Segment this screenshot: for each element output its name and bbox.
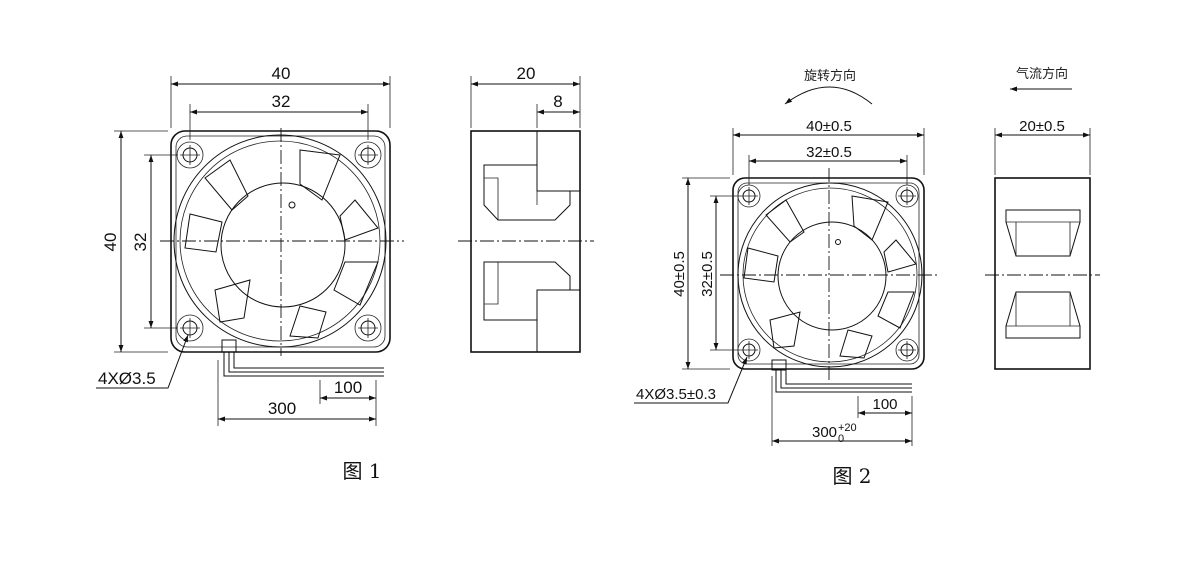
fig1-height-dim: 40 [101, 233, 120, 252]
fig2-depth-dim: 20±0.5 [1019, 118, 1065, 135]
fig2-lead-length-dim: 300 [812, 424, 837, 441]
fig2-strip-dim: 100 [872, 396, 897, 413]
fig2-mounting-holes [737, 184, 919, 362]
fig1-lead-length-dim: 300 [268, 399, 296, 418]
fig1-side-view: 20 8 [458, 64, 594, 353]
fig2-side-view: 20±0.5 气流方向 [985, 66, 1100, 370]
fig1-depth-dim: 20 [517, 64, 536, 83]
fig2-caption: 图 2 [832, 464, 871, 488]
fig1-lead-wires [221, 339, 384, 377]
fig1-mounting-holes [176, 141, 382, 342]
fig2-hub [777, 221, 887, 331]
fig2-lead-tol-upper: +20 [838, 422, 857, 434]
fig1-caption: 图 1 [342, 459, 381, 483]
fig2-width-dim: 40±0.5 [806, 118, 852, 135]
fig1-hole-callout: 4XØ3.5 [98, 369, 156, 388]
fig2-hole-spacing-v-dim: 32±0.5 [699, 251, 716, 297]
fig2-hole-spacing-dim: 32±0.5 [806, 144, 852, 161]
fig2-fan-frame [732, 177, 925, 370]
fig2-side-body [994, 177, 1091, 370]
fig2-lead-tol-lower: 0 [838, 433, 844, 445]
fig1-width-dim: 40 [272, 64, 291, 83]
fig2-height-dim: 40±0.5 [671, 251, 688, 297]
fig2-rotation-arrow [784, 86, 873, 105]
fig2-airflow-label: 气流方向 [1016, 66, 1068, 82]
fig1-fan-blades [184, 149, 379, 339]
fig2-lead-wires [771, 359, 912, 393]
fig1-hub [220, 182, 346, 308]
fig1-hole-spacing-v-dim: 32 [131, 233, 150, 252]
fig2-front-view: 40±0.5 32±0.5 40±0.5 32±0.5 4XØ3.5±0.3 1… [634, 68, 938, 446]
fig1-strip-dim: 100 [334, 378, 362, 397]
fig2-rotation-label: 旋转方向 [804, 68, 856, 84]
fig2-hole-callout: 4XØ3.5±0.3 [636, 386, 716, 403]
fig1-fan-frame [170, 130, 391, 353]
fig1-hole-spacing-dim: 32 [272, 92, 291, 111]
fig1-front-view: 40 32 40 32 4XØ3.5 100 300 [96, 64, 404, 426]
fig1-hub-depth-dim: 8 [553, 92, 562, 111]
fig2-fan-blades [743, 195, 917, 359]
fig1-side-body [470, 130, 581, 353]
